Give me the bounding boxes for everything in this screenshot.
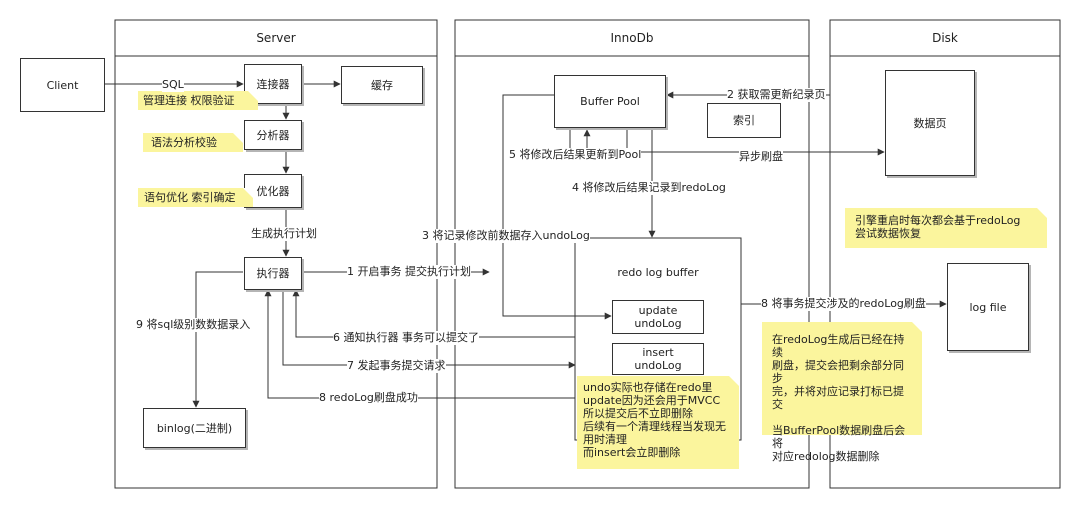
arrow-step9	[192, 271, 243, 408]
edge-label-step7: 7 发起事务提交请求	[347, 359, 446, 373]
redo-log-buffer-title: redo log buffer	[617, 266, 699, 279]
edge-label-gen-plan: 生成执行计划	[251, 227, 317, 241]
analyzer-node: 分析器	[244, 120, 302, 150]
disk-lane-frame	[829, 19, 1061, 489]
edge-label-step6: 6 通知执行器 事务可以提交了	[333, 331, 479, 345]
edge-label-step9: 9 将sql级别数数据录入	[136, 318, 251, 332]
edge-label-step8b: 8 redoLog刷盘成功	[319, 391, 418, 405]
note-analyzer: 语法分析校验	[143, 133, 243, 152]
edge-label-step3: 3 将记录修改前数据存入undoLog	[422, 229, 590, 243]
note-persist: 在redoLog生成后已经在持续 刷盘，提交会把剩余部分同步 完，并将对应记录打…	[762, 322, 922, 463]
note-restart-recovery: 引擎重启时每次都会基于redoLog 尝试数据恢复	[845, 208, 1047, 248]
arrow-step6	[292, 289, 575, 338]
binlog-node: binlog(二进制)	[143, 408, 246, 448]
edge-label-step4: 4 将修改后结果记录到redoLog	[572, 181, 726, 195]
insert-undolog-node: insert undoLog	[612, 343, 704, 375]
server-lane-frame	[114, 19, 438, 489]
arrow-step3	[502, 94, 612, 320]
edge-label-step2: 2 获取需更新纪录页	[727, 88, 826, 102]
lane-title-disk: Disk	[932, 31, 958, 45]
note-optimizer: 语句优化 索引确定	[138, 188, 253, 207]
data-page-node: 数据页	[885, 70, 975, 176]
cache-node: 缓存	[341, 66, 423, 104]
note-undo: undo实际也存储在redo里 update因为还会用于MVCC 所以提交后不立…	[577, 376, 739, 469]
executor-node: 执行器	[244, 257, 302, 290]
edge-label-step8a: 8 将事务提交涉及的redoLog刷盘	[761, 297, 926, 311]
lane-title-innodb: InnoDb	[610, 31, 654, 45]
optimizer-node: 优化器	[244, 174, 302, 208]
swimlane-frames	[114, 19, 1061, 489]
buffer-pool-node: Buffer Pool	[554, 75, 666, 128]
log-file-node: log file	[947, 263, 1029, 351]
client-node: Client	[20, 58, 105, 112]
edge-label-async-flush: 异步刷盘	[739, 150, 783, 164]
lane-title-server: Server	[256, 31, 296, 45]
arrow-step5	[569, 128, 591, 151]
innodb-lane-frame	[454, 19, 810, 489]
index-node: 索引	[707, 103, 781, 138]
edge-label-step1: 1 开启事务 提交执行计划	[347, 265, 471, 279]
edge-label-sql: SQL	[162, 78, 184, 92]
update-undolog-node: update undoLog	[612, 300, 704, 334]
arrow-step7	[282, 290, 576, 369]
arrow-step8b	[264, 289, 575, 399]
note-connector: 管理连接 权限验证	[138, 91, 258, 110]
edge-label-step5: 5 将修改后结果更新到Pool	[509, 148, 642, 162]
